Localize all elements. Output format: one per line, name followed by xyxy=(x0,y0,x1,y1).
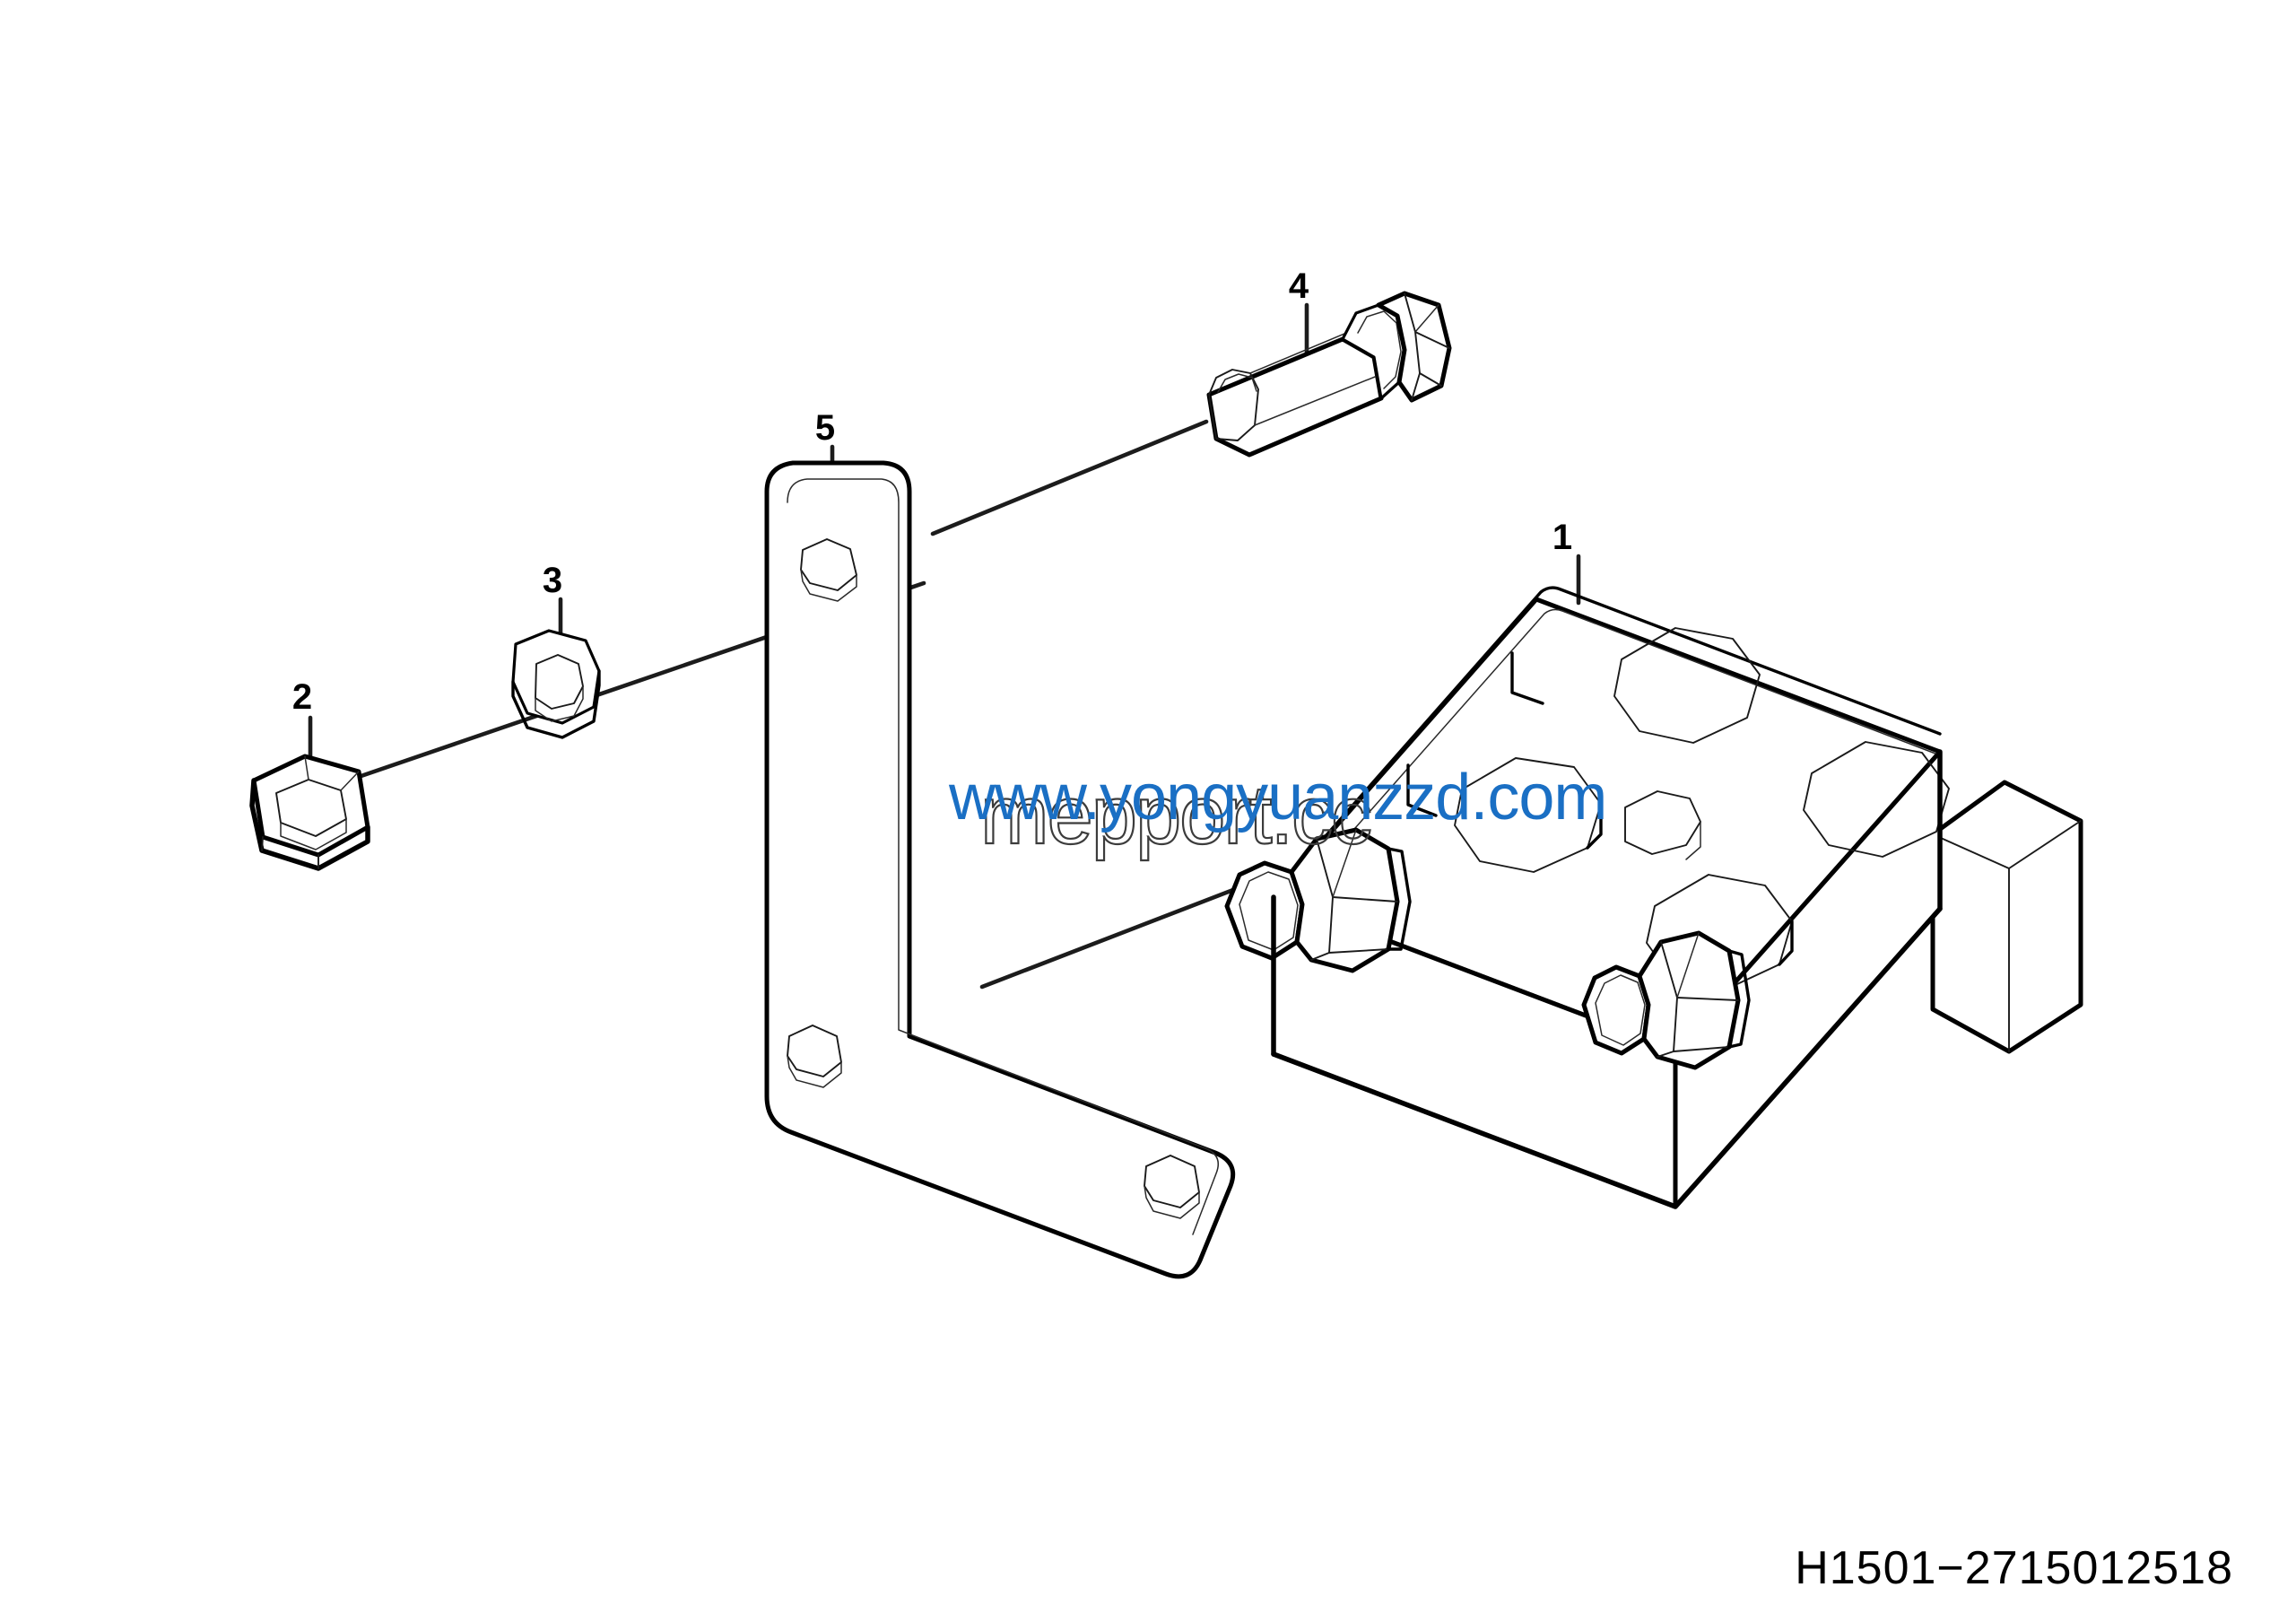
valve-block-rim-tab-a xyxy=(1406,763,1438,817)
hex-nut-chamfer-a xyxy=(304,755,309,780)
part-l-bracket xyxy=(764,460,1236,1279)
part-valve-block xyxy=(1224,586,2083,1209)
l-bracket-hole-lower-left-depth xyxy=(787,1055,842,1088)
l-bracket-thickness-contour xyxy=(787,478,1219,1235)
valve-fitting-lower-collar xyxy=(1727,949,1751,1049)
valve-block-rim-tab-b xyxy=(1510,651,1544,705)
l-bracket-front-face xyxy=(764,460,1236,1279)
valve-fitting-lower-facet-c xyxy=(1673,1046,1730,1052)
valve-block-bottom-edge xyxy=(1271,906,1943,1209)
leader-diagonal-fitting-to-bracket xyxy=(979,885,1240,990)
valve-fitting-lower-facet-d xyxy=(1676,932,1700,998)
valve-fitting-upper-facet-d xyxy=(1332,829,1357,898)
valve-fitting-upper-facet-a xyxy=(1310,838,1334,961)
callout-number-4: 4 xyxy=(1289,266,1309,306)
hex-bolt-shank xyxy=(1206,336,1384,458)
watermark-blue-text: www.yongyuanzzd.com xyxy=(948,762,1606,833)
hex-washer-bore-depth xyxy=(535,685,584,722)
hex-bolt-shank-end-inner xyxy=(1217,373,1257,393)
valve-fitting-upper-facet-c xyxy=(1328,948,1389,954)
valve-fitting-lower-nose-inner xyxy=(1595,974,1646,1046)
hex-nut-depth-edge-left xyxy=(261,836,264,851)
hex-nut-bore-depth xyxy=(280,818,347,850)
hex-washer-outer-front xyxy=(511,629,601,725)
hex-nut-depth-silhouette xyxy=(249,778,370,871)
part-hex-nut xyxy=(249,754,370,871)
valve-block-top-rim-outer xyxy=(1276,586,1942,892)
callout-number-1: 1 xyxy=(1552,518,1572,557)
part-number-label: H1501−2715012518 xyxy=(1795,1542,2233,1594)
valve-fitting-upper xyxy=(1224,827,1412,973)
watermark-outline-text: mepport.cc xyxy=(980,770,1370,861)
l-bracket-hole-lower-left xyxy=(787,1025,842,1077)
hex-bolt-head-facet-d xyxy=(1414,304,1439,333)
valve-rib-c xyxy=(1685,821,1701,860)
part-hex-bolt xyxy=(1206,291,1452,458)
callout-numbers: 1 2 3 4 5 xyxy=(292,266,1572,717)
valve-port-centre-boss xyxy=(1624,790,1701,855)
valve-fitting-upper-facet-b xyxy=(1332,896,1398,903)
callout-number-2: 2 xyxy=(292,677,312,717)
hex-bolt-flange-inner xyxy=(1357,310,1402,389)
l-bracket-hole-foot-depth xyxy=(1144,1185,1200,1219)
hex-bolt-head-facet-b xyxy=(1414,331,1450,349)
valve-rib-a xyxy=(1586,802,1603,850)
hex-bolt-head-facet-a xyxy=(1404,292,1421,401)
l-bracket-hole-upper xyxy=(800,538,857,591)
hex-bolt-head-facet-c xyxy=(1419,372,1442,387)
l-bracket-hole-foot xyxy=(1144,1155,1200,1208)
l-bracket-hole-upper-depth xyxy=(800,569,857,602)
part-hex-washer xyxy=(511,629,601,739)
watermark-group: mepport.cc www.yongyuanzzd.com xyxy=(948,762,1607,862)
valve-rib-b xyxy=(1778,920,1794,966)
hex-washer-bore-front xyxy=(535,654,584,710)
hex-washer-outer-depth xyxy=(511,669,601,739)
valve-port-2 xyxy=(1613,627,1761,744)
valve-fitting-lower-facet-a xyxy=(1657,941,1678,1058)
valve-block-end-flange-edge2 xyxy=(2008,820,2082,869)
valve-fitting-lower-facet-b xyxy=(1676,997,1739,1001)
leader-diagonal-bolt-to-bracket xyxy=(930,419,1209,536)
valve-fitting-lower xyxy=(1581,930,1751,1070)
hex-bolt-head xyxy=(1376,291,1452,403)
hex-nut-chamfer-b xyxy=(340,771,360,791)
callout-number-5: 5 xyxy=(815,408,835,448)
valve-port-4 xyxy=(1803,741,1950,858)
valve-block-end-flange xyxy=(1930,780,2083,1054)
hex-nut-front-face xyxy=(251,754,370,858)
valve-fitting-upper-nose-inner xyxy=(1239,871,1299,951)
hex-bolt-shank-end-face xyxy=(1208,369,1259,441)
l-bracket-top-edge xyxy=(765,461,911,493)
callout-number-3: 3 xyxy=(543,561,562,600)
hex-bolt-shank-edge-bottom xyxy=(1254,374,1380,426)
valve-block-top-rim-inner xyxy=(1293,608,1936,898)
valve-fitting-upper-collar xyxy=(1387,847,1412,951)
